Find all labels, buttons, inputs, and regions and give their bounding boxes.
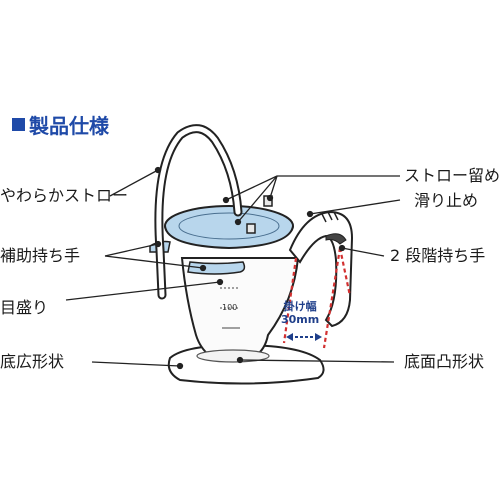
assist-handle bbox=[187, 261, 246, 275]
label-non-slip: 滑り止め bbox=[414, 191, 479, 210]
label-wide-base: 底広形状 bbox=[0, 352, 65, 371]
grip-mark bbox=[327, 211, 333, 221]
grip-mark bbox=[321, 213, 327, 223]
cup-inner-bottom bbox=[196, 349, 270, 363]
handle-width-note: 掛け幅 30mm bbox=[281, 300, 319, 326]
scale-label-lower: 100 bbox=[222, 303, 237, 312]
label-scale: 目盛り bbox=[0, 298, 49, 317]
title-square-icon bbox=[12, 118, 25, 131]
width-guide-left bbox=[282, 257, 298, 344]
label-straw-stopper: ストロー留め bbox=[404, 166, 500, 185]
title-text: 製品仕様 bbox=[29, 114, 109, 138]
grip-mark bbox=[333, 211, 339, 221]
width-guide-right bbox=[322, 247, 342, 349]
label-convex-bottom: 底面凸形状 bbox=[404, 352, 485, 371]
label-soft-straw: やわらかストロー bbox=[0, 186, 129, 205]
stopper-nub bbox=[246, 223, 256, 234]
handle-width-label: 掛け幅 bbox=[283, 300, 317, 313]
label-two-step-handle: 2 段階持ち手 bbox=[390, 246, 486, 265]
section-title: 製品仕様 bbox=[12, 110, 109, 139]
leader-lines bbox=[65, 166, 401, 370]
label-assist-handle: 補助持ち手 bbox=[0, 246, 81, 265]
handle-width-value: 30mm bbox=[281, 313, 320, 327]
